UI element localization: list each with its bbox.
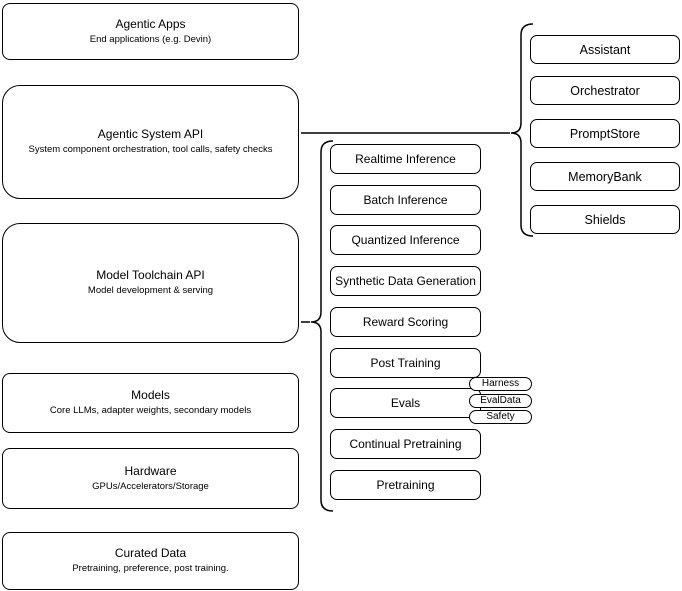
node-hardware: Hardware GPUs/Accelerators/Storage xyxy=(2,448,299,509)
node-memorybank: MemoryBank xyxy=(530,162,680,191)
node-curated-data: Curated Data Pretraining, preference, po… xyxy=(2,532,299,590)
node-agentic-apps: Agentic Apps End applications (e.g. Devi… xyxy=(2,3,299,60)
node-title: Curated Data xyxy=(114,546,187,561)
node-title: Agentic Apps xyxy=(115,16,186,31)
node-title: Models xyxy=(131,388,170,403)
node-reward-scoring: Reward Scoring xyxy=(330,307,481,337)
node-evals: Evals xyxy=(330,388,481,418)
tag-harness: Harness xyxy=(469,377,532,391)
node-assistant: Assistant xyxy=(530,35,680,64)
node-subtitle: Core LLMs, adapter weights, secondary mo… xyxy=(49,405,252,417)
node-pretraining: Pretraining xyxy=(330,470,481,500)
node-subtitle: End applications (e.g. Devin) xyxy=(89,33,212,45)
node-models: Models Core LLMs, adapter weights, secon… xyxy=(2,373,299,433)
node-orchestrator: Orchestrator xyxy=(530,76,680,105)
node-subtitle: System component orchestration, tool cal… xyxy=(28,144,273,156)
node-continual-pretraining: Continual Pretraining xyxy=(330,429,481,459)
node-subtitle: Model development & serving xyxy=(87,285,214,297)
tag-evaldata: EvalData xyxy=(469,394,532,408)
node-title: Model Toolchain API xyxy=(96,268,205,283)
node-realtime-inference: Realtime Inference xyxy=(330,144,481,174)
system-components-brace xyxy=(510,23,534,237)
node-promptstore: PromptStore xyxy=(530,119,680,148)
node-title: Agentic System API xyxy=(97,127,204,142)
tag-safety: Safety xyxy=(469,410,532,424)
node-title: Hardware xyxy=(124,463,177,478)
node-agentic-system-api: Agentic System API System component orch… xyxy=(2,85,299,199)
node-batch-inference: Batch Inference xyxy=(330,185,481,215)
node-post-training: Post Training xyxy=(330,348,481,378)
node-synthetic-data-generation: Synthetic Data Generation xyxy=(330,266,481,296)
node-quantized-inference: Quantized Inference xyxy=(330,225,481,255)
toolchain-components-brace xyxy=(310,140,334,512)
node-model-toolchain-api: Model Toolchain API Model development & … xyxy=(2,223,299,343)
node-subtitle: GPUs/Accelerators/Storage xyxy=(92,480,209,492)
node-subtitle: Pretraining, preference, post training. xyxy=(72,563,229,575)
node-shields: Shields xyxy=(530,205,680,234)
